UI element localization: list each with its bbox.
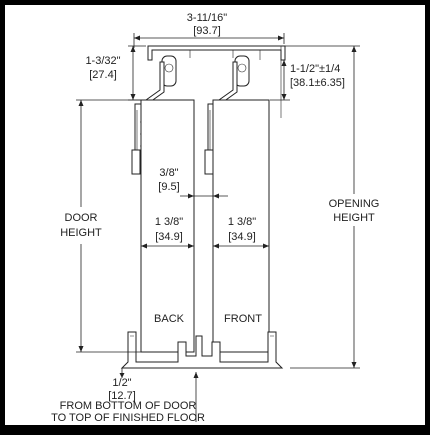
front-thickness-metric: [34.9] xyxy=(228,231,256,243)
door-gap-imperial: 3/8" xyxy=(159,167,178,179)
adjustment-metric: [38.1±6.35] xyxy=(290,77,345,89)
door-height-line1: DOOR xyxy=(65,212,98,224)
door-gap-metric: [9.5] xyxy=(158,181,179,193)
dim-front-thickness: 1 3/8" [34.9] xyxy=(213,216,269,249)
overhead-track xyxy=(147,45,286,118)
back-thickness-metric: [34.9] xyxy=(155,231,183,243)
track-height-imperial: 1-3/32" xyxy=(85,55,120,67)
front-thickness-imperial: 1 3/8" xyxy=(228,216,256,228)
opening-height-line1: OPENING xyxy=(329,198,380,210)
back-thickness-imperial: 1 3/8" xyxy=(155,216,183,228)
door-height-line2: HEIGHT xyxy=(60,227,102,239)
track-width-imperial: 3-11/16" xyxy=(187,12,227,24)
track-height-metric: [27.4] xyxy=(89,69,117,81)
front-door xyxy=(212,99,270,353)
dim-track-width: 3-11/16" [93.7] xyxy=(133,12,285,48)
back-door-label: BACK xyxy=(154,313,185,325)
dim-opening-height: OPENING HEIGHT xyxy=(285,45,380,369)
dim-door-gap: 3/8" [9.5] xyxy=(158,167,228,199)
floor-clearance-imperial: 1/2" xyxy=(112,377,131,389)
floor-note-line2: TO TOP OF FINISHED FLOOR xyxy=(51,412,205,424)
dim-door-height: DOOR HEIGHT xyxy=(60,99,141,353)
dim-back-thickness: 1 3/8" [34.9] xyxy=(141,216,194,249)
back-door xyxy=(140,99,195,353)
adjustment-imperial: 1-1/2"±1/4 xyxy=(290,63,340,75)
track-width-metric: [93.7] xyxy=(193,25,221,37)
dim-adjustment: 1-1/2"±1/4 [38.1±6.35] xyxy=(270,60,345,101)
opening-height-line2: HEIGHT xyxy=(333,212,375,224)
dim-floor-clearance: 1/2" [12.7] FROM BOTTOM OF DOOR TO TOP O… xyxy=(51,368,205,424)
front-door-label: FRONT xyxy=(224,313,262,325)
floor-note-line1: FROM BOTTOM OF DOOR xyxy=(60,400,197,412)
floor-clearance-metric: [12.7] xyxy=(108,390,136,402)
dim-track-height: 1-3/32" [27.4] xyxy=(85,45,146,101)
